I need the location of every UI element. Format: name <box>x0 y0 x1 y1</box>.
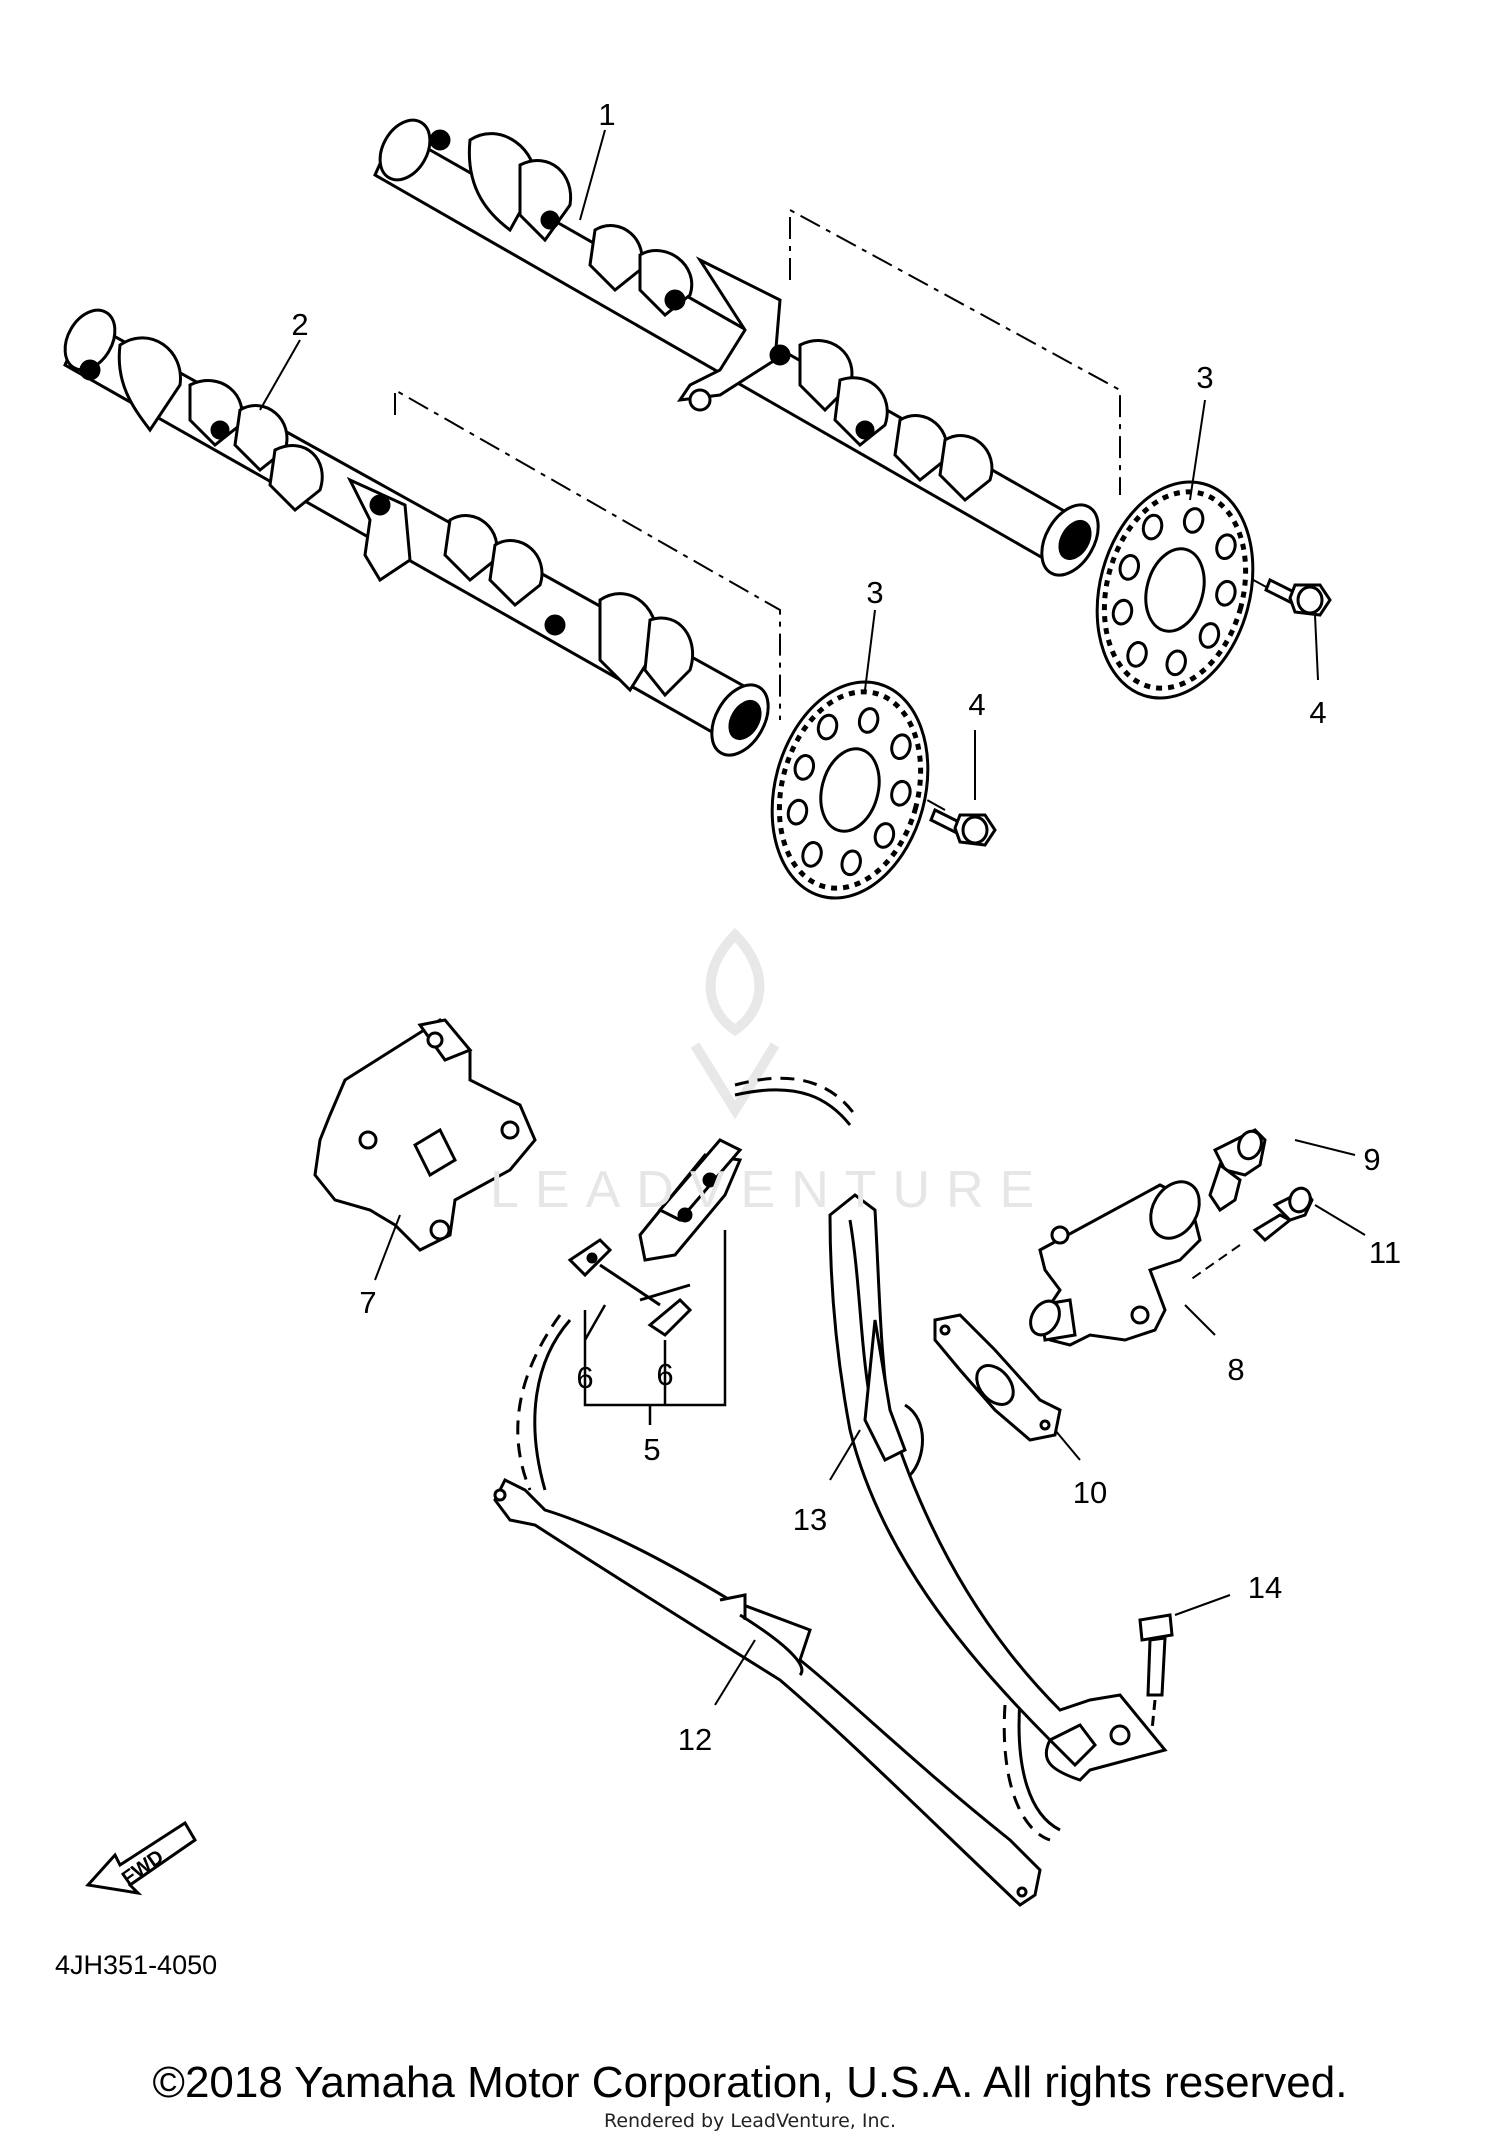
timing-chain <box>516 1076 1051 1842</box>
rendered-by-notice: Rendered by LeadVenture, Inc. <box>603 2110 897 2132</box>
camshaft-2[interactable] <box>55 301 780 765</box>
cam-sprocket-lower[interactable] <box>749 664 951 915</box>
sprocket-bolt-upper[interactable] <box>1264 577 1332 617</box>
reference-code: 4JH351-4050 <box>55 1950 218 1980</box>
callout-6-right[interactable]: 6 <box>656 1357 674 1392</box>
callout-4-upper[interactable]: 4 <box>1309 695 1327 730</box>
chain-guide-top[interactable] <box>313 1018 537 1252</box>
tensioner-guide[interactable] <box>493 1477 1042 1907</box>
link-plate-left[interactable] <box>567 1238 613 1278</box>
leader-lines <box>259 129 1366 1706</box>
callout-1[interactable]: 1 <box>598 97 616 132</box>
callout-13[interactable]: 13 <box>792 1502 828 1537</box>
link-plate-right[interactable] <box>599 1263 693 1337</box>
callout-11[interactable]: 11 <box>1368 1235 1402 1270</box>
callout-7[interactable]: 7 <box>359 1285 377 1320</box>
chain-guide-exhaust[interactable] <box>828 1193 1168 1782</box>
callout-9[interactable]: 9 <box>1363 1142 1381 1177</box>
callout-5[interactable]: 5 <box>643 1432 661 1467</box>
callout-4-lower[interactable]: 4 <box>968 687 986 722</box>
chain-outline <box>533 1088 1061 1832</box>
chain-link-piece[interactable] <box>638 1138 743 1262</box>
guide-bolt[interactable] <box>1138 1613 1174 1731</box>
callout-8[interactable]: 8 <box>1227 1352 1245 1387</box>
copyright-notice: ©2018 Yamaha Motor Corporation, U.S.A. A… <box>152 2058 1348 2107</box>
watermark-logo <box>690 927 780 1120</box>
tensioner-bolt-9[interactable] <box>1208 1128 1267 1213</box>
joint-link-bracket <box>583 1230 727 1425</box>
callout-3-upper[interactable]: 3 <box>1196 360 1214 395</box>
tensioner-gasket[interactable] <box>933 1313 1062 1442</box>
tensioner-bolt-11[interactable] <box>1189 1185 1314 1281</box>
camshaft-1[interactable] <box>370 111 1110 585</box>
chain-tensioner[interactable] <box>1025 1173 1209 1347</box>
callout-6-left[interactable]: 6 <box>576 1360 594 1395</box>
sprocket-bolt-lower[interactable] <box>929 807 997 847</box>
cam-sprocket-upper[interactable] <box>1074 464 1276 715</box>
callout-3-lower[interactable]: 3 <box>866 575 884 610</box>
callout-14[interactable]: 14 <box>1247 1570 1283 1605</box>
fwd-arrow-icon: FWD <box>85 1820 197 1896</box>
callout-2[interactable]: 2 <box>291 307 309 342</box>
callout-12[interactable]: 12 <box>677 1722 713 1757</box>
watermark-text: LEADVENTURE <box>490 1161 1051 1219</box>
callout-10[interactable]: 10 <box>1072 1475 1108 1510</box>
